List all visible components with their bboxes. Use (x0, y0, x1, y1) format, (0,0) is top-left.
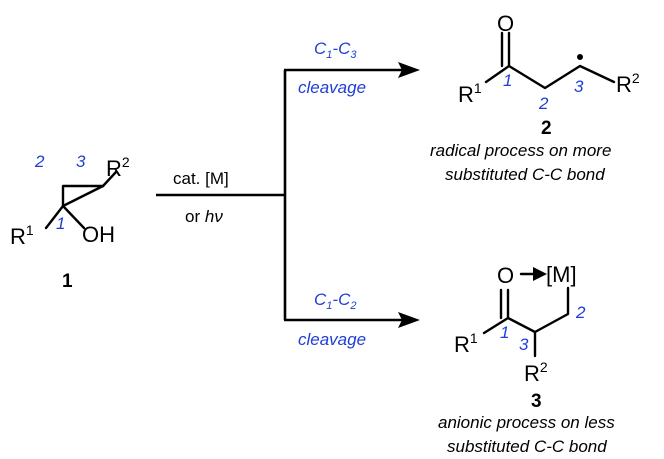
compound-3-r2: R2 (524, 359, 548, 386)
compound-2-position-3: 3 (574, 77, 584, 96)
compound-3-caption-line1: anionic process on less (438, 413, 615, 432)
c3-r2-bond (101, 170, 118, 188)
position-3-label: 3 (76, 152, 86, 171)
compound-2-chain (484, 64, 616, 90)
upper-arrowhead (398, 62, 420, 78)
upper-cleavage-label: cleavage (298, 78, 366, 97)
compound-3-position-2: 2 (575, 303, 586, 322)
c1-oh-bond (61, 204, 86, 230)
compound-3-position-1: 1 (500, 323, 509, 342)
r2-substituent: R2 (106, 154, 130, 181)
compound-1-number: 1 (62, 271, 73, 292)
position-1-label: 1 (56, 214, 65, 233)
radical-dot (577, 54, 583, 60)
compound-3-chain (482, 286, 570, 335)
reaction-arrows (156, 62, 420, 328)
compound-3: O [M] R1 R2 1 3 2 3 anionic process on l… (438, 262, 615, 456)
compound-3-position-3: 3 (519, 335, 529, 354)
lower-bond-label: C1-C2 (314, 290, 356, 312)
cyclopropane-ring-bonds (61, 184, 105, 208)
compound-3-oxygen: O (497, 263, 514, 288)
c1-r1-bond (44, 204, 65, 230)
compound-2-oxygen: O (497, 11, 514, 36)
position-2-label: 2 (34, 152, 45, 171)
lower-arrowhead (398, 312, 420, 328)
condition-catalyst: cat. [M] (173, 169, 229, 188)
compound-2-position-1: 1 (503, 71, 512, 90)
compound-2-r2: R2 (616, 70, 640, 97)
compound-2-caption-line1: radical process on more (430, 141, 611, 160)
compound-2-number: 2 (541, 118, 552, 139)
compound-2-r1: R1 (458, 80, 482, 107)
compound-3-number: 3 (531, 391, 542, 412)
compound-3-metal: [M] (546, 262, 577, 287)
hydroxyl-group: OH (82, 222, 115, 247)
lower-cleavage-label: cleavage (298, 330, 366, 349)
compound-2-position-2: 2 (538, 94, 549, 113)
r1-substituent: R1 (10, 222, 34, 249)
upper-bond-label: C1-C3 (314, 39, 357, 61)
coordination-arrowhead (533, 267, 547, 281)
compound-2: O R1 R2 1 2 3 2 radical process on more … (430, 11, 640, 184)
compound-1: 2 3 1 R2 R1 OH 1 (10, 152, 130, 292)
compound-2-caption-line2: substituted C-C bond (445, 165, 605, 184)
compound-3-r1: R1 (454, 330, 478, 357)
condition-light: or hν (185, 207, 223, 226)
compound-3-caption-line2: substituted C-C bond (447, 437, 607, 456)
